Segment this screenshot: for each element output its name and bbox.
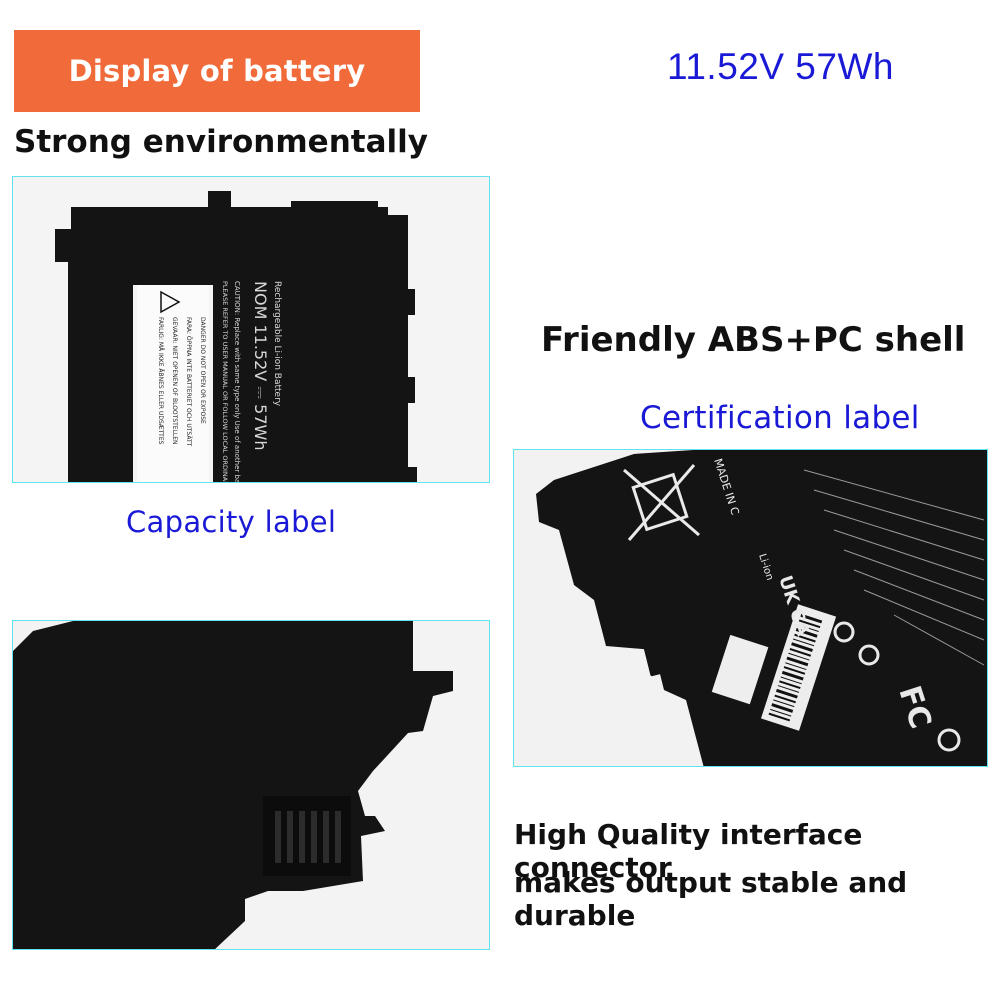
battery-bottom-illustration: [13, 621, 489, 949]
battery-top-illustration: DANGER DO NOT OPEN OR EXPOSE FARA: ÖPPNA…: [13, 177, 489, 483]
label-line-1: Rechargeable Li-ion Battery: [272, 281, 282, 407]
crossed-bin-icon: [623, 464, 700, 541]
label-line-3: CAUTION: Replace with same type only Use…: [233, 281, 241, 483]
battery-photo-connector: [12, 620, 490, 950]
connector-pins: [275, 811, 341, 863]
recycle-circle-icon: [833, 621, 855, 643]
sticker-line-4: FARLIG: MÅ IKKE ÅBNES ELLER UDSÆTTES: [157, 317, 164, 445]
heading-friendly-shell: Friendly ABS+PC shell: [541, 320, 966, 360]
heading-connector-line-2: makes output stable and durable: [514, 866, 908, 932]
heading-capacity-label: Capacity label: [126, 505, 337, 539]
spec-voltage-capacity: 11.52V 57Wh: [667, 46, 894, 87]
battery-photo-capacity-label: DANGER DO NOT OPEN OR EXPOSE FARA: ÖPPNA…: [12, 176, 490, 483]
recycle-sticker: [711, 634, 769, 705]
ground-mark-icon: [937, 728, 961, 752]
label-line-4: PLEASE REFER TO USER MANUAL OR FOLLOW LO…: [221, 281, 229, 483]
heading-certification-label: Certification label: [640, 400, 920, 436]
battery-right-illustration: MADE IN C Li-ion UK CA FC: [514, 450, 987, 766]
banner-title: Display of battery details: [14, 30, 420, 170]
sticker-line-2: FARA: ÖPPNA INTE BATTERIET OCH UTSÄTT: [185, 317, 192, 447]
sticker-line-1: DANGER DO NOT OPEN OR EXPOSE: [199, 317, 206, 424]
ce-mark-icon: [858, 644, 880, 666]
heading-strong-environmentally: Strong environmentally: [14, 124, 428, 160]
sticker-line-3: GEVAAR: NIET OPENEN OF BLOOTSTELLEN: [171, 317, 178, 445]
heading-connector-line-1: High Quality interface connector: [514, 818, 863, 884]
battery-photo-certification-label: MADE IN C Li-ion UK CA FC: [513, 449, 988, 767]
label-line-2: NOM 11.52V ⎓ 57Wh: [251, 281, 270, 450]
